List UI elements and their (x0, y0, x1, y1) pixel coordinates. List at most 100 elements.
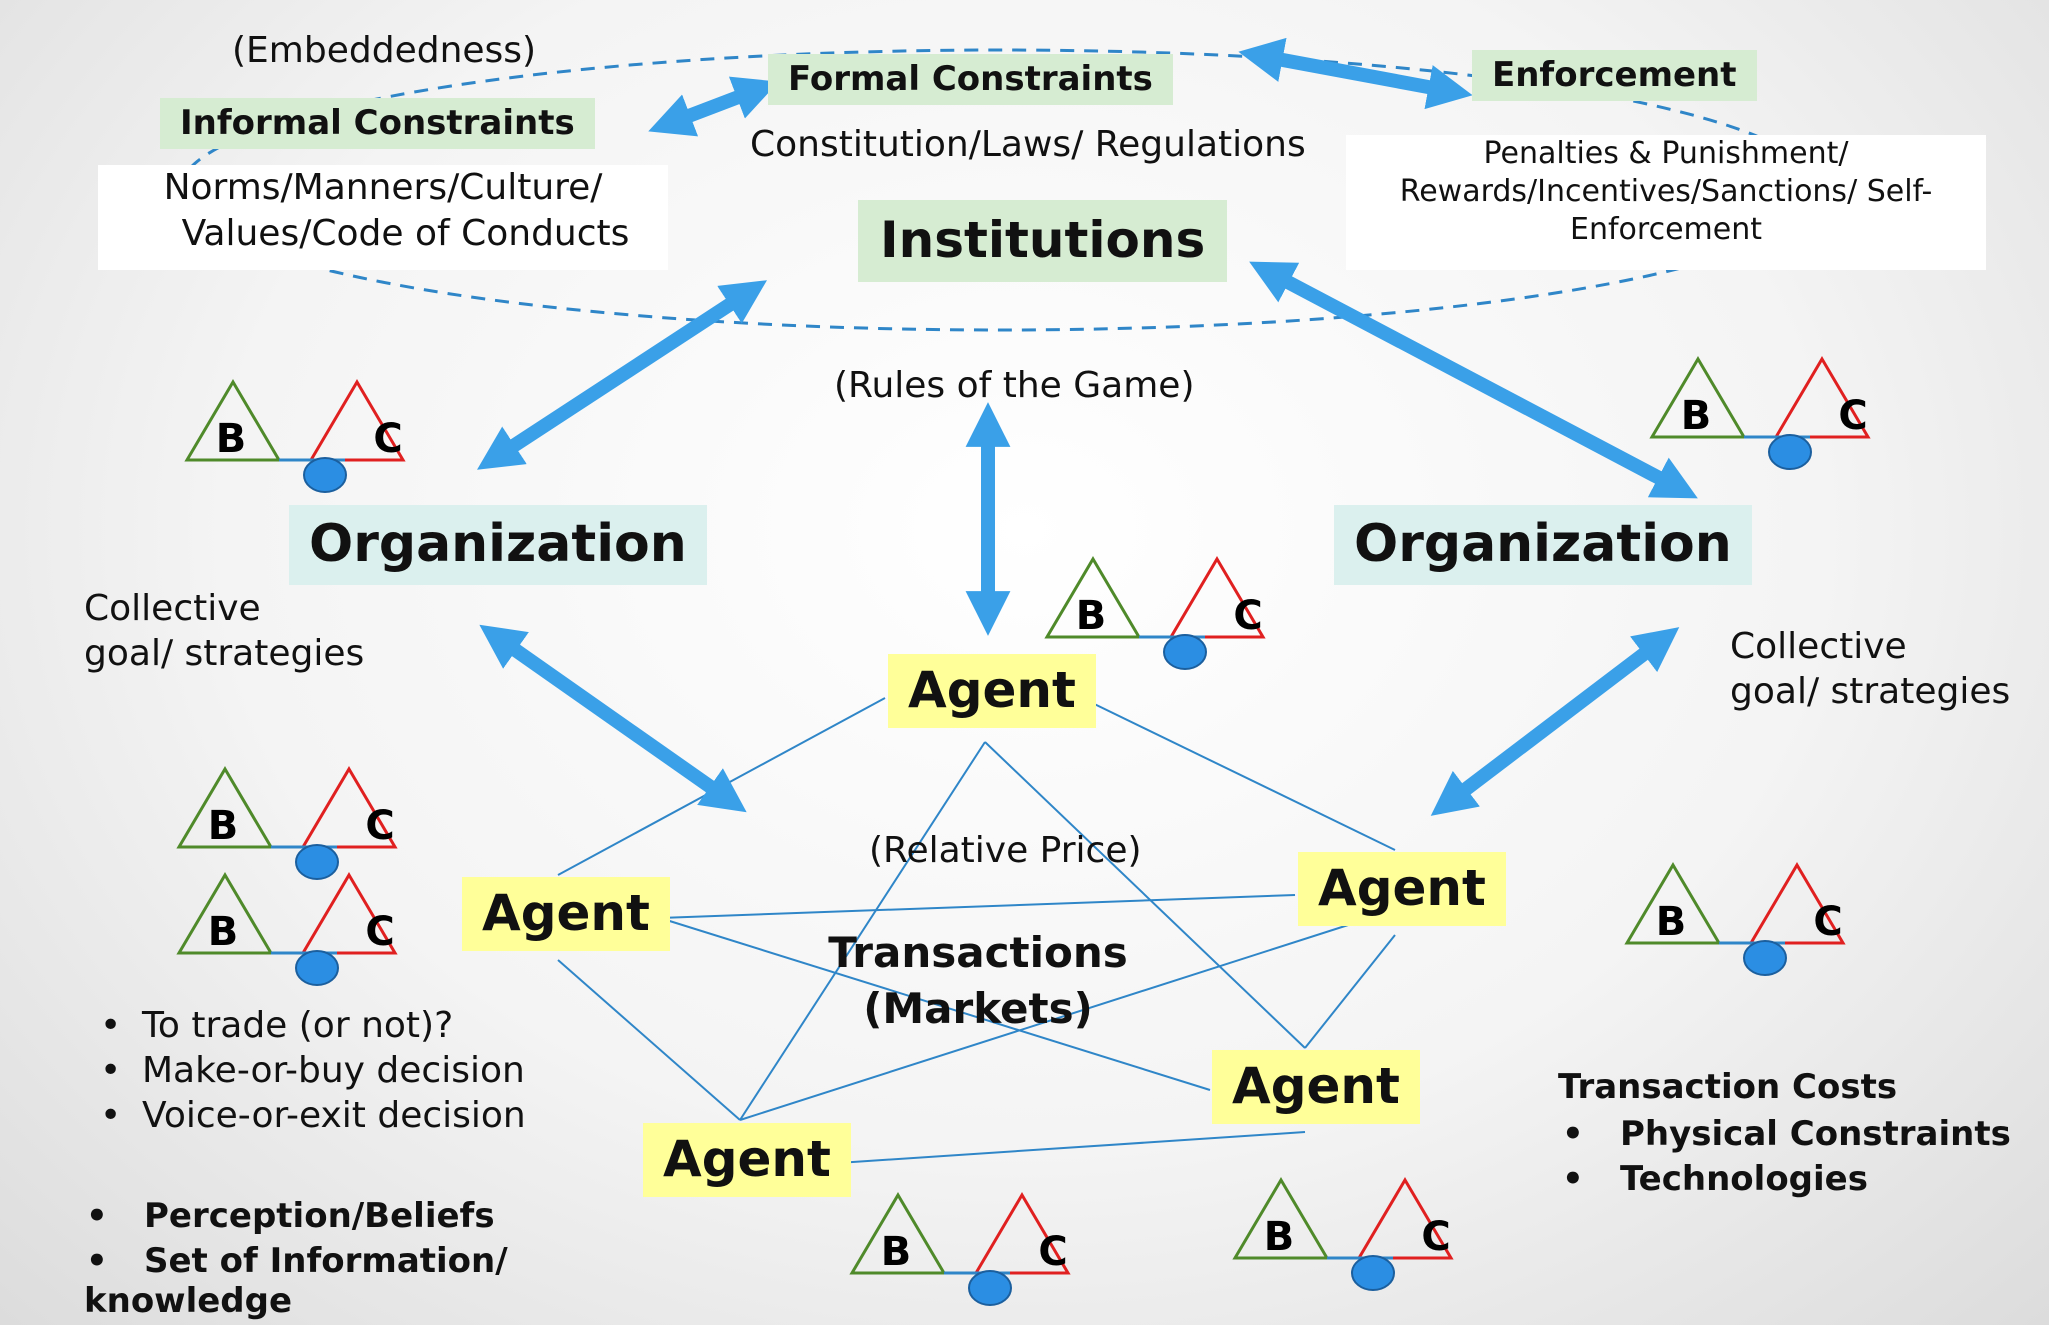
enforcement-line: Rewards/Incentives/Sanctions/ Self- (1399, 174, 1933, 209)
transaction-cost-item: Physical Constraints (1540, 1112, 2011, 1157)
informal-constraints-title: Informal Constraints (160, 98, 595, 150)
cost-triangle-icon (1168, 556, 1266, 639)
svg-text:B: B (208, 803, 239, 849)
bc-symbol: B C (184, 379, 406, 493)
cost-triangle-icon (308, 379, 406, 462)
svg-text:B: B (216, 416, 247, 462)
informal-formal-arrow (648, 76, 779, 137)
beliefs-item: Set of Information/ (64, 1239, 508, 1284)
enforcement-line: Enforcement (1570, 212, 1762, 247)
agent-left: Agent (462, 877, 670, 951)
svg-text:B: B (1076, 593, 1107, 639)
collective-goal-line: Collective (84, 588, 261, 629)
balance-ball-icon (295, 950, 339, 986)
embeddedness-label: (Embeddedness) (232, 30, 537, 71)
rules-of-game-label: (Rules of the Game) (834, 365, 1195, 406)
balance-ball-icon (1768, 434, 1812, 470)
transactions-line: (Markets) (863, 984, 1093, 1033)
enforcement-text: Penalties & Punishment/ Rewards/Incentiv… (1346, 135, 1986, 270)
decision-item: To trade (or not)? (78, 1003, 526, 1048)
network-line (1304, 934, 1396, 1049)
relative-price-label: (Relative Price) (869, 830, 1142, 871)
network-line (739, 909, 1396, 1121)
bc-symbol: B C (176, 872, 398, 986)
organization-left-note: Collective goal/ strategies (84, 586, 364, 676)
cost-triangle-icon (1748, 862, 1846, 945)
decision-item: Make-or-buy decision (78, 1048, 526, 1093)
network-line (984, 741, 1306, 1049)
svg-text:C: C (1038, 1229, 1067, 1275)
transactions-label: Transactions (Markets) (828, 925, 1128, 1037)
enforcement-title: Enforcement (1472, 50, 1757, 102)
svg-text:B: B (881, 1229, 912, 1275)
svg-text:C: C (1813, 899, 1842, 945)
svg-text:C: C (1233, 593, 1262, 639)
belief-triangle-icon (176, 766, 274, 849)
enforcement-line: Penalties & Punishment/ (1483, 136, 1849, 171)
transaction-cost-item: Technologies (1540, 1157, 2011, 1202)
cost-triangle-icon (300, 872, 398, 955)
balance-ball-icon (1351, 1255, 1395, 1291)
organization-right-note: Collective goal/ strategies (1730, 624, 2010, 714)
network-line (1081, 697, 1396, 851)
bc-symbol: B C (176, 766, 398, 880)
balance-ball-icon (1163, 634, 1207, 670)
collective-goal-line: Collective (1730, 626, 1907, 667)
cost-triangle-icon (1356, 1177, 1454, 1260)
beliefs-list: Perception/Beliefs Set of Information/ (64, 1194, 508, 1284)
svg-text:C: C (365, 803, 394, 849)
svg-text:B: B (1681, 393, 1712, 439)
svg-text:B: B (208, 909, 239, 955)
cost-triangle-icon (973, 1192, 1071, 1275)
organization-right: Organization (1334, 505, 1752, 585)
informal-constraints-text: Norms/Manners/Culture/ Values/Code of Co… (98, 165, 668, 270)
institutions-org-left-arrow (477, 280, 767, 470)
balance-ball-icon (295, 844, 339, 880)
svg-text:B: B (1656, 899, 1687, 945)
network-line (557, 959, 741, 1121)
belief-triangle-icon (849, 1192, 947, 1275)
informal-constraints-line: Norms/Manners/Culture/ (163, 167, 603, 208)
org-left-agents-arrow (479, 624, 747, 813)
balance-ball-icon (968, 1270, 1012, 1306)
belief-triangle-icon (184, 379, 282, 462)
bc-symbol: B C (1624, 862, 1846, 976)
bc-symbol: B C (1044, 556, 1266, 670)
network-line (837, 1131, 1306, 1164)
network-line (659, 894, 1296, 919)
network-line (739, 741, 986, 1121)
transaction-costs-title: Transaction Costs (1558, 1067, 1898, 1107)
formal-enforcement-arrow (1238, 37, 1473, 110)
belief-triangle-icon (176, 872, 274, 955)
cost-triangle-icon (300, 766, 398, 849)
svg-text:C: C (373, 416, 402, 462)
network-line (659, 917, 1211, 1091)
cost-triangle-icon (1773, 356, 1871, 439)
agent-top: Agent (888, 654, 1096, 728)
formal-constraints-title: Formal Constraints (768, 54, 1173, 106)
agent-right: Agent (1298, 852, 1506, 926)
svg-text:C: C (365, 909, 394, 955)
bc-symbol: B C (849, 1192, 1071, 1306)
bc-symbol: B C (1232, 1177, 1454, 1291)
institutions-org-right-arrow (1249, 261, 1698, 499)
beliefs-item-continuation: knowledge (84, 1281, 293, 1321)
decision-item: Voice-or-exit decision (78, 1093, 526, 1138)
collective-goal-line: goal/ strategies (84, 633, 365, 674)
informal-constraints-line: Values/Code of Conducts (181, 213, 630, 254)
institutions-title: Institutions (858, 200, 1228, 282)
relationship-arrows (477, 37, 1698, 816)
balance-ball-icon (1743, 940, 1787, 976)
transaction-costs-list: Physical Constraints Technologies (1540, 1112, 2011, 1202)
organization-left: Organization (289, 505, 707, 585)
beliefs-item: Perception/Beliefs (64, 1194, 508, 1239)
svg-text:B: B (1264, 1214, 1295, 1260)
svg-text:C: C (1421, 1214, 1450, 1260)
belief-triangle-icon (1649, 356, 1747, 439)
market-network-lines (557, 697, 1396, 1164)
belief-triangle-icon (1624, 862, 1722, 945)
formal-constraints-text: Constitution/Laws/ Regulations (750, 124, 1306, 165)
transactions-line: Transactions (828, 928, 1128, 977)
agent-bottom-right: Agent (1212, 1050, 1420, 1124)
